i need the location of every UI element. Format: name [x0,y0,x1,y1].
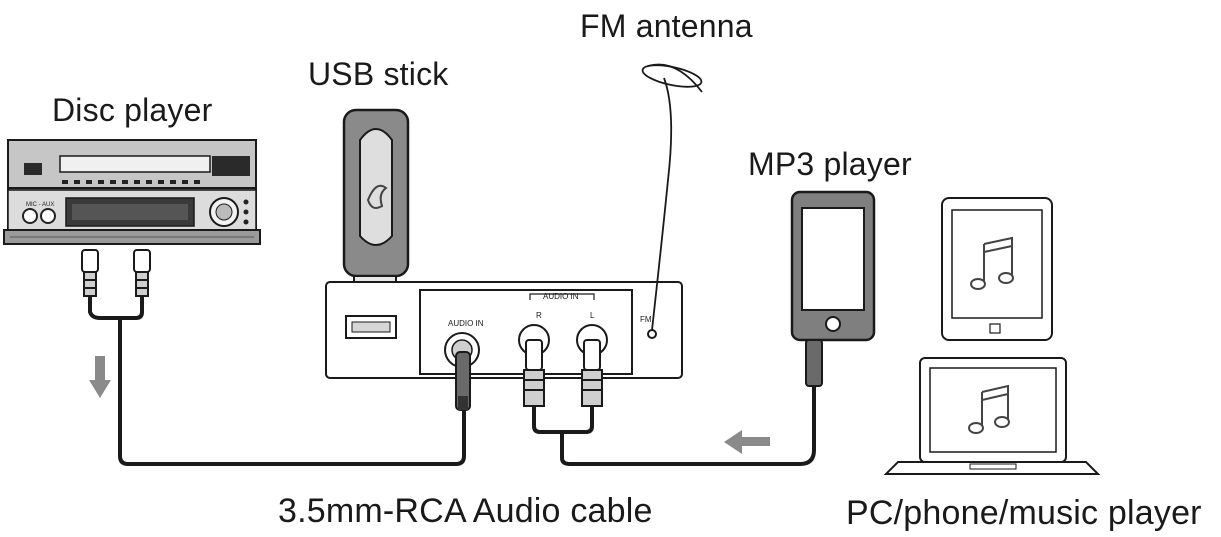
pc-phone-music-player-label: PC/phone/music player [846,494,1202,532]
mp3-player-label: MP3 player [748,146,912,182]
fm-port-label: FM [640,315,652,324]
usb-stick-label: USB stick [308,56,449,92]
disc-panel-text: MIC - AUX [26,202,54,208]
left-arrow-icon [724,430,770,454]
tablet-icon [941,197,1053,341]
aux-jack-socket-icon [444,332,480,368]
main-unit-panel [325,281,683,379]
fm-antenna-icon [641,63,703,331]
down-arrow-icon [89,356,111,398]
rca-right-label: R [536,311,542,320]
unit-to-mp3-cable [560,384,816,466]
usb-stick-icon [342,108,410,307]
rca-y-join [532,406,594,434]
disc-rca-plugs-icon [81,249,151,297]
disc-to-unit-cable [118,318,466,466]
fm-antenna-label: FM antenna [580,8,753,44]
aux-plug-icon [455,351,471,411]
disc-cable-y-join [88,296,144,320]
mp3-player-icon [790,190,876,387]
rca-left-label: L [590,311,595,320]
audio-in-jack-label: AUDIO IN [448,319,484,328]
laptop-icon [883,357,1101,475]
disc-player-label: Disc player [52,92,213,128]
disc-player-icon [3,139,261,245]
audio-cable-label: 3.5mm-RCA Audio cable [278,492,653,530]
rca-sockets-icon [518,324,608,356]
fm-port-icon [647,329,657,339]
unit-rca-plugs-icon [523,339,603,407]
audio-in-rca-label: AUDIO IN [543,292,579,301]
music-note-icon [970,236,1014,290]
laptop-music-note-icon [968,384,1010,434]
